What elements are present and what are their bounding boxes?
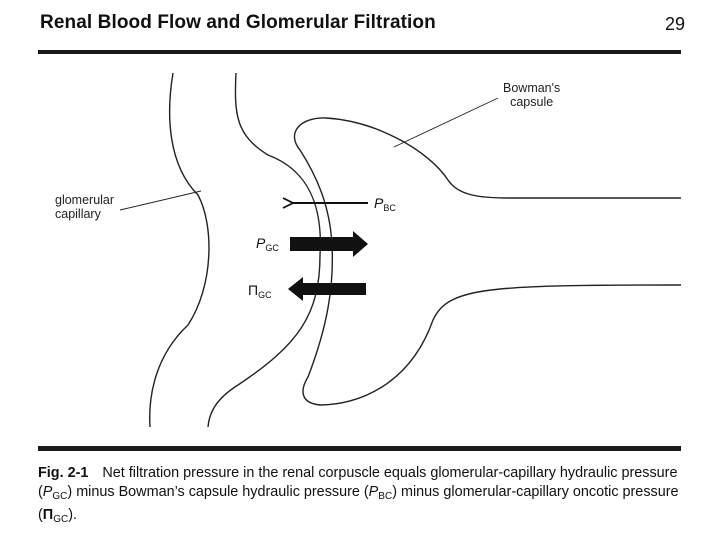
p-bc-symbol: PBC (374, 195, 396, 213)
bowmans-capsule-leader (393, 97, 499, 148)
top-rule (38, 50, 681, 54)
capillary-inner-wall (207, 72, 322, 428)
page-header: Renal Blood Flow and Glomerular Filtrati… (40, 10, 685, 40)
figure-diagram: glomerular capillary Bowman's capsule PB… (38, 55, 681, 445)
p-gc-arrow (290, 231, 368, 257)
bowmans-capsule-upper (293, 117, 681, 199)
bowmans-capsule-label: Bowman's capsule (503, 81, 561, 109)
corpuscle-diagram-svg (119, 72, 681, 428)
figure-label: Fig. 2-1 (38, 465, 89, 481)
page-title: Renal Blood Flow and Glomerular Filtrati… (40, 12, 436, 33)
bowmans-capsule-lower (302, 284, 681, 406)
glomerular-capillary-label: glomerular capillary (55, 193, 115, 221)
bottom-rule (38, 446, 681, 451)
p-gc-symbol: PGC (256, 235, 279, 253)
glomerular-capillary-leader (119, 190, 202, 211)
capillary-outer-wall (149, 72, 210, 428)
pi-gc-symbol: ΠGC (248, 282, 272, 300)
page-number: 29 (664, 14, 685, 34)
pi-gc-arrow (288, 277, 366, 301)
